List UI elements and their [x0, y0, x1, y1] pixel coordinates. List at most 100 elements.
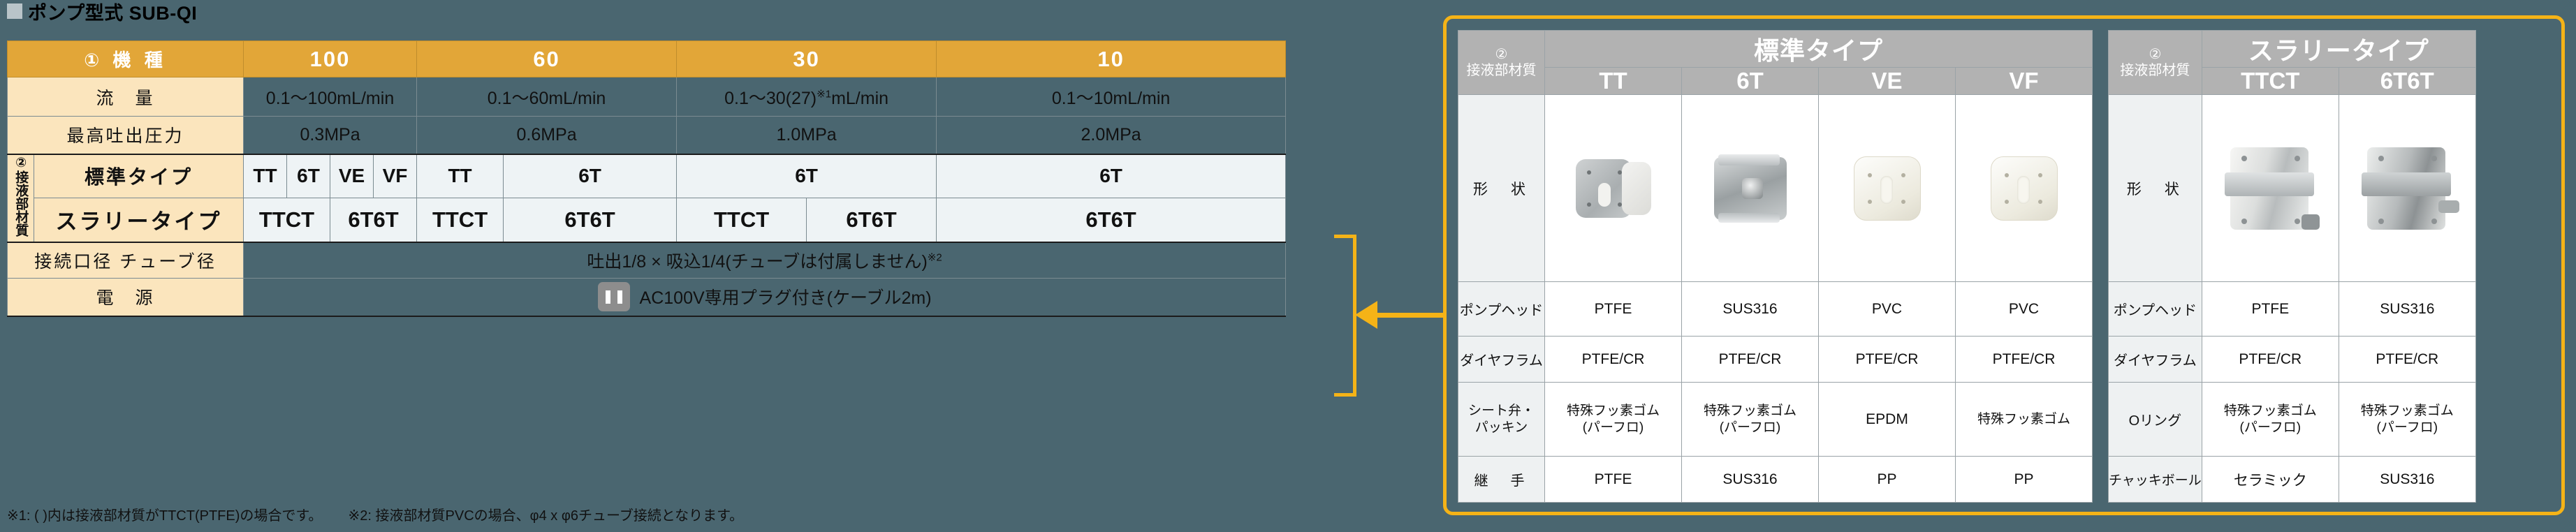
slr-header-title-row: ② 接液部材質 スラリータイプ: [2108, 30, 2476, 95]
std-pumphead-tt: PTFE: [1544, 281, 1682, 337]
pressure-10: 2.0MPa: [936, 116, 1287, 154]
header-model-10: 10: [936, 40, 1287, 77]
std-code-vf: VF: [1955, 67, 2093, 95]
std-code-tt: TT: [1544, 67, 1682, 95]
std-seatvalve-6t: 特殊フッ素ゴム(パーフロ): [1681, 382, 1819, 457]
std-pumphead-6t: SUS316: [1681, 281, 1819, 337]
std-diaphragm-6t: PTFE/CR: [1681, 336, 1819, 383]
std-diaphragm-vf: PTFE/CR: [1955, 336, 2093, 383]
slr-diaphragm-ttct: PTFE/CR: [2201, 336, 2339, 383]
std-diaphragm-ve: PTFE/CR: [1818, 336, 1956, 383]
slr-material-header: ② 接液部材質: [2108, 30, 2202, 95]
footnote-1: ※1: ( )内は接液部材質がTTCT(PTFE)の場合です。: [7, 508, 323, 524]
std-row-joint: 継 手 PTFE SUS316 PP PP: [1458, 456, 2093, 503]
std-code-6t: 6T: [1681, 67, 1819, 95]
slr-row-diaphragm: ダイヤフラム PTFE/CR PTFE/CR: [2108, 336, 2476, 383]
slr-header-code-row: TTCT 6T6T: [2109, 67, 2476, 95]
std-row-label-seatvalve: シート弁・ パッキン: [1458, 382, 1545, 457]
table-row-power: 電 源 AC100V専用プラグ付き(ケーブル2m): [7, 278, 1287, 316]
std-10-6t: 6T: [936, 153, 1287, 198]
std-100-tt: TT: [243, 153, 287, 198]
slr-oring-6t6t: 特殊フッ素ゴム(パーフロ): [2338, 382, 2476, 457]
material-detail-panel: ② 接液部材質 標準タイプ TT 6T VE VF 形 状: [1443, 15, 2565, 515]
header-model-30: 30: [676, 40, 937, 77]
std-seatvalve-tt: 特殊フッ素ゴム(パーフロ): [1544, 382, 1682, 457]
slr-checkball-6t6t: SUS316: [2338, 456, 2476, 503]
pressure-60: 0.6MPa: [416, 116, 678, 154]
slr-100-ttct: TTCT: [243, 198, 330, 242]
std-row-label-diaphragm: ダイヤフラム: [1458, 336, 1545, 383]
table-row-pressure: 最高吐出圧力 0.3MPa 0.6MPa 1.0MPa 2.0MPa: [7, 116, 1287, 154]
table-row-flow: 流 量 0.1〜100mL/min 0.1〜60mL/min 0.1〜30(27…: [7, 77, 1287, 117]
slr-row-label-oring: Oリング: [2108, 382, 2202, 457]
std-diaphragm-tt: PTFE/CR: [1544, 336, 1682, 383]
std-photo-tt: [1544, 94, 1682, 282]
slr-row-label-pumphead: ポンプヘッド: [2108, 281, 2202, 337]
pressure-100: 0.3MPa: [242, 116, 418, 154]
table-row-slurry-type: スラリータイプ TTCT 6T6T TTCT 6T6T TTCT 6T6T 6T…: [7, 198, 1287, 242]
pressure-30: 1.0MPa: [676, 116, 937, 154]
row-label-wetted-material: ②接液部材質: [7, 153, 34, 242]
flow-30-note: ※1: [817, 88, 832, 101]
power-plug-icon: [597, 282, 630, 312]
slr-row-label-diaphragm: ダイヤフラム: [2108, 336, 2202, 383]
slr-100-6t6t: 6T6T: [329, 198, 418, 242]
pump-ttct-image: [2218, 136, 2322, 241]
slr-oring-ttct: 特殊フッ素ゴム(パーフロ): [2201, 382, 2339, 457]
std-pumphead-vf: PVC: [1955, 281, 2093, 337]
slr-checkball-ttct: セラミック: [2201, 456, 2339, 503]
row-label-pressure: 最高吐出圧力: [7, 116, 244, 154]
slr-30-ttct: TTCT: [676, 198, 807, 242]
std-material-header: ② 接液部材質: [1458, 30, 1545, 95]
std-row-label-shape: 形 状: [1458, 94, 1545, 282]
std-pumphead-ve: PVC: [1818, 281, 1956, 337]
std-100-6t: 6T: [286, 153, 330, 198]
std-joint-ve: PP: [1818, 456, 1956, 503]
footnote-2: ※2: 接液部材質PVCの場合、φ4 x φ6チューブ接続となります。: [348, 508, 744, 524]
slr-row-label-checkball: チャッキボール: [2108, 456, 2202, 503]
connection-value: 吐出1/8 × 吸込1/4(チューブは付属しません)※2: [242, 242, 1287, 279]
slr-photo-6t6t: [2338, 94, 2476, 282]
std-100-ve: VE: [330, 153, 374, 198]
slr-type-title: スラリータイプ: [2201, 30, 2476, 68]
std-row-pumphead: ポンプヘッド PTFE SUS316 PVC PVC: [1458, 281, 2093, 337]
flow-60: 0.1〜60mL/min: [416, 77, 678, 117]
slr-10-6t6t: 6T6T: [936, 198, 1287, 242]
spec-table: ① 機 種 100 60 30 10 流 量 0.1〜100mL/min 0.1…: [7, 40, 1287, 317]
std-100-vf: VF: [372, 153, 418, 198]
std-photo-vf: [1955, 94, 2093, 282]
std-row-label-joint: 継 手: [1458, 456, 1545, 503]
connection-note: ※2: [927, 251, 942, 264]
std-seatvalve-ve: EPDM: [1818, 382, 1956, 457]
std-photo-ve: [1818, 94, 1956, 282]
table-row-standard-type: ②接液部材質 標準タイプ TT 6T VE VF TT 6T 6T 6T: [7, 153, 1287, 242]
pump-head-tt-image: [1575, 158, 1651, 218]
power-value: AC100V専用プラグ付き(ケーブル2m): [639, 288, 932, 309]
std-row-label-pumphead: ポンプヘッド: [1458, 281, 1545, 337]
slurry-type-table: ② 接液部材質 スラリータイプ TTCT 6T6T 形 状: [2108, 30, 2476, 503]
yellow-bracket: [1334, 235, 1356, 397]
pump-head-vf-image: [1990, 156, 2058, 221]
table-row-connection: 接続口径 チューブ径 吐出1/8 × 吸込1/4(チューブは付属しません)※2: [7, 242, 1287, 279]
page-title: ポンプ型式 SUB-QI: [28, 2, 198, 24]
row-label-standard-type: 標準タイプ: [34, 153, 244, 198]
flow-10: 0.1〜10mL/min: [936, 77, 1287, 117]
slr-30-6t6t: 6T6T: [806, 198, 937, 242]
std-photo-6t: [1681, 94, 1819, 282]
standard-type-table: ② 接液部材質 標準タイプ TT 6T VE VF 形 状: [1458, 30, 2093, 503]
slr-row-shape: 形 状: [2108, 94, 2476, 282]
std-60-tt: TT: [416, 153, 504, 198]
std-joint-vf: PP: [1955, 456, 2093, 503]
slr-row-pumphead: ポンプヘッド PTFE SUS316: [2108, 281, 2476, 337]
std-joint-tt: PTFE: [1544, 456, 1682, 503]
flow-30: 0.1〜30(27)※1mL/min: [676, 77, 937, 117]
callout-arrow-line: [1366, 313, 1456, 318]
slr-code-ttct: TTCT: [2201, 67, 2339, 95]
slr-code-6t6t: 6T6T: [2338, 67, 2476, 95]
left-arrow-icon: [1355, 301, 1377, 329]
slr-row-checkball: チャッキボール セラミック SUS316: [2108, 456, 2476, 503]
std-header-title-row: ② 接液部材質 標準タイプ: [1458, 30, 2093, 95]
std-joint-6t: SUS316: [1681, 456, 1819, 503]
pump-6t6t-image: [2355, 136, 2460, 241]
std-seatvalve-vf: 特殊フッ素ゴム: [1955, 382, 2093, 457]
